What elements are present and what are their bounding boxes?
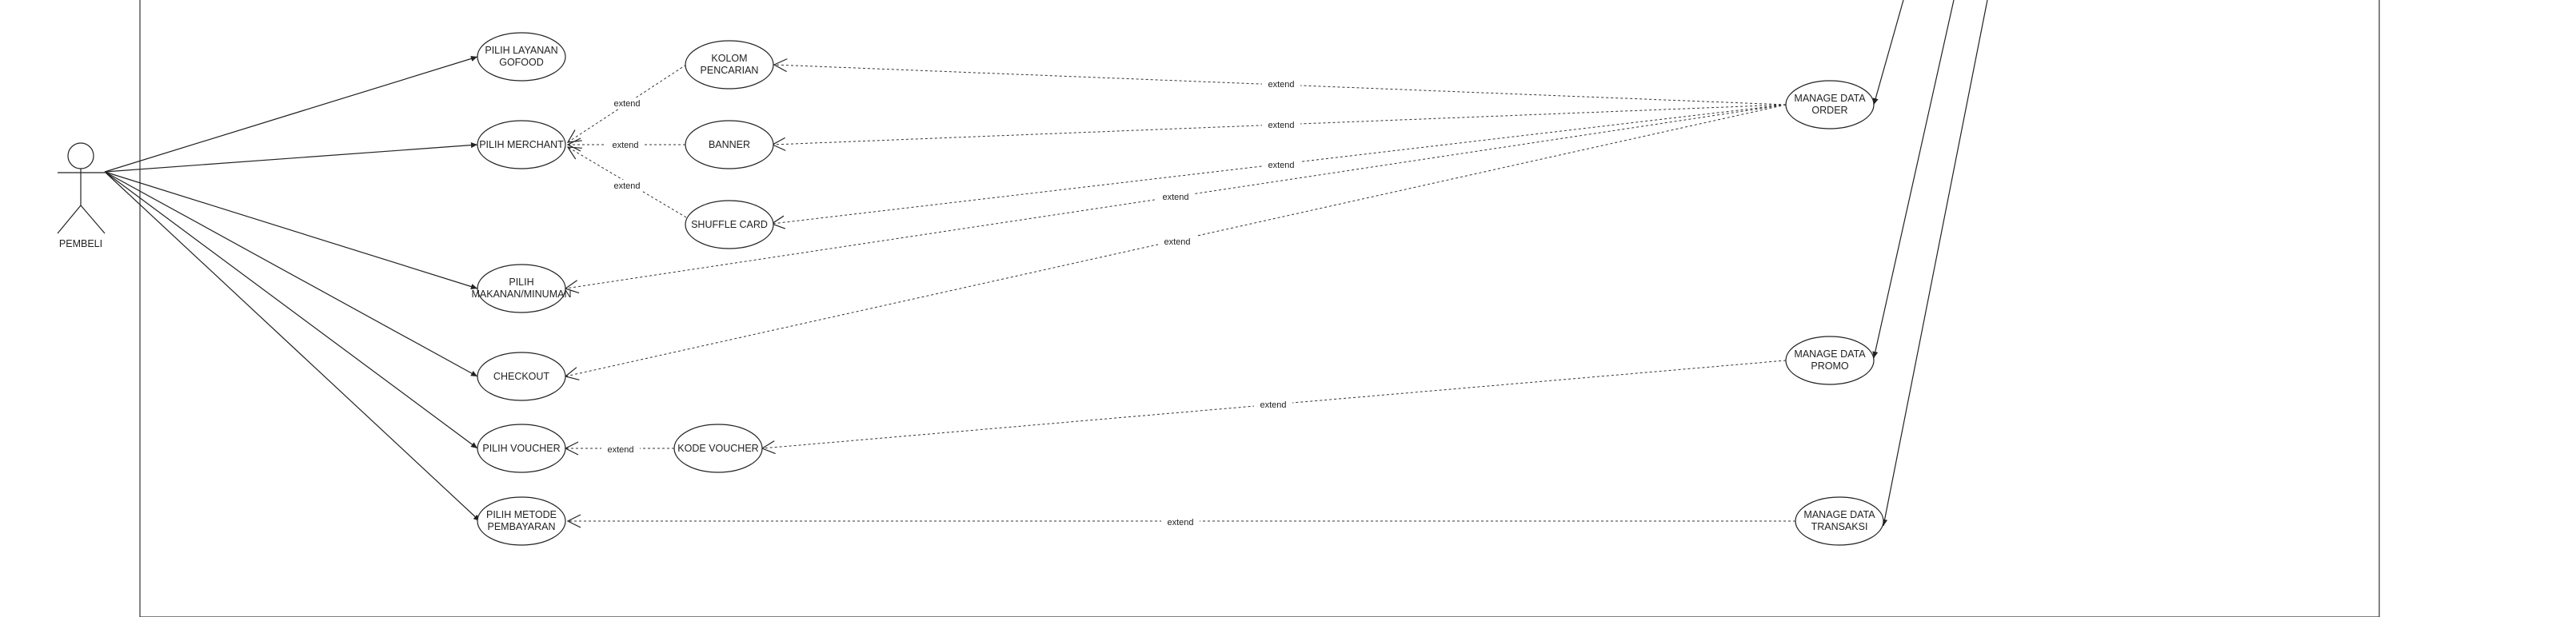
use-case-ellipse	[477, 352, 566, 401]
extend-label-promo-kode: extend	[1260, 400, 1286, 410]
use-case-ellipse	[673, 424, 763, 473]
use-case-pilih-makanan[interactable]: PILIH MAKANAN/MINUMAN	[471, 264, 572, 313]
use-case-label: PILIH VOUCHER	[482, 443, 560, 454]
admin-associations	[1872, 0, 1988, 527]
use-case-manage-promo[interactable]: MANAGE DATA PROMO	[1785, 336, 1875, 385]
use-case-ellipse	[477, 424, 566, 473]
extend-label-transaksi-metode: extend	[1167, 518, 1193, 527]
assoc-manage-promo	[1872, 0, 1955, 359]
assoc-pilih-metode	[104, 171, 481, 522]
use-case-checkout[interactable]: CHECKOUT	[477, 352, 566, 401]
use-case-ellipse	[685, 200, 774, 249]
extend-label-banner: extend	[612, 141, 638, 150]
use-case-ellipse	[477, 32, 566, 82]
use-case-label: TRANSAKSI	[1811, 521, 1868, 532]
assoc-manage-order	[1872, 0, 1904, 105]
extend-label-kolom: extend	[613, 99, 640, 109]
use-case-ellipse	[685, 120, 774, 169]
use-case-label: CHECKOUT	[493, 371, 550, 382]
use-case-ellipse	[477, 264, 566, 313]
use-case-label: MAKANAN/MINUMAN	[471, 289, 571, 300]
use-case-pilih-voucher[interactable]: PILIH VOUCHER	[477, 424, 566, 473]
use-case-label: PILIH MERCHANT	[479, 139, 564, 150]
extend-label-shuffle: extend	[613, 181, 640, 191]
use-case-manage-transaksi[interactable]: MANAGE DATA TRANSAKSI	[1795, 496, 1884, 546]
use-case-pilih-merchant[interactable]: PILIH MERCHANT	[477, 120, 566, 169]
associations	[104, 55, 481, 522]
assoc-pilih-merchant	[104, 141, 478, 173]
extend-label-order-banner: extend	[1268, 121, 1294, 130]
actor-leg-right	[80, 205, 106, 234]
use-case-shuffle-card[interactable]: SHUFFLE CARD	[685, 200, 774, 249]
use-case-pilih-metode[interactable]: PILIH METODE PEMBAYARAN	[477, 496, 566, 546]
assoc-pilih-layanan	[104, 55, 478, 173]
assoc-manage-transaksi	[1882, 0, 1988, 527]
use-case-ellipse	[1785, 336, 1875, 385]
assoc-checkout	[104, 171, 478, 377]
extend-order-to-banner	[771, 104, 1787, 151]
extend-label-order-shuffle: extend	[1268, 161, 1294, 170]
actor-head	[67, 142, 94, 169]
use-case-label: SHUFFLE CARD	[691, 219, 768, 230]
use-case-label: PILIH	[509, 277, 533, 288]
use-case-label: PEMBAYARAN	[488, 521, 556, 532]
use-case-label: GOFOOD	[499, 57, 544, 68]
use-case-label: PROMO	[1811, 360, 1849, 372]
use-case-ellipse	[477, 496, 566, 546]
actor-leg-left	[57, 205, 82, 234]
use-case-label: MANAGE DATA	[1803, 509, 1875, 520]
use-case-manage-order[interactable]: MANAGE DATA ORDER	[1785, 80, 1875, 129]
use-case-label: PENCARIAN	[701, 65, 759, 76]
use-case-label: BANNER	[709, 139, 750, 150]
use-case-kolom-pencarian[interactable]: KOLOM PENCARIAN	[685, 40, 774, 90]
use-case-ellipse	[685, 40, 774, 90]
use-case-kode-voucher[interactable]: KODE VOUCHER	[673, 424, 763, 473]
use-case-label: PILIH METODE	[486, 509, 557, 520]
use-case-ellipse	[1795, 496, 1884, 546]
use-case-label: KOLOM	[711, 53, 747, 64]
use-case-ellipse	[1785, 80, 1875, 129]
use-case-label: MANAGE DATA	[1794, 93, 1866, 104]
use-case-label: ORDER	[1811, 105, 1847, 116]
system-boundary	[139, 0, 2380, 617]
use-case-pilih-layanan[interactable]: PILIH LAYANAN GOFOOD	[477, 32, 566, 82]
use-case-banner[interactable]: BANNER	[685, 120, 774, 169]
actor-pembeli[interactable]: PEMBELI	[57, 142, 106, 249]
extend-label-order-checkout: extend	[1164, 237, 1190, 247]
use-case-ellipse	[477, 120, 566, 169]
use-case-label: KODE VOUCHER	[677, 443, 758, 454]
extend-label-kode-voucher: extend	[607, 445, 633, 455]
actor-label: PEMBELI	[59, 238, 102, 249]
assoc-pilih-makanan	[104, 171, 478, 290]
assoc-pilih-voucher	[104, 171, 478, 449]
use-case-label: PILIH LAYANAN	[485, 45, 557, 56]
extend-label-order-kolom: extend	[1268, 80, 1294, 90]
extend-order-to-makanan	[564, 104, 1787, 294]
extend-labels: extend extend extend extend extend exten…	[601, 78, 1300, 527]
use-case-label: MANAGE DATA	[1794, 348, 1866, 360]
extend-label-order-makanan: extend	[1162, 193, 1188, 202]
